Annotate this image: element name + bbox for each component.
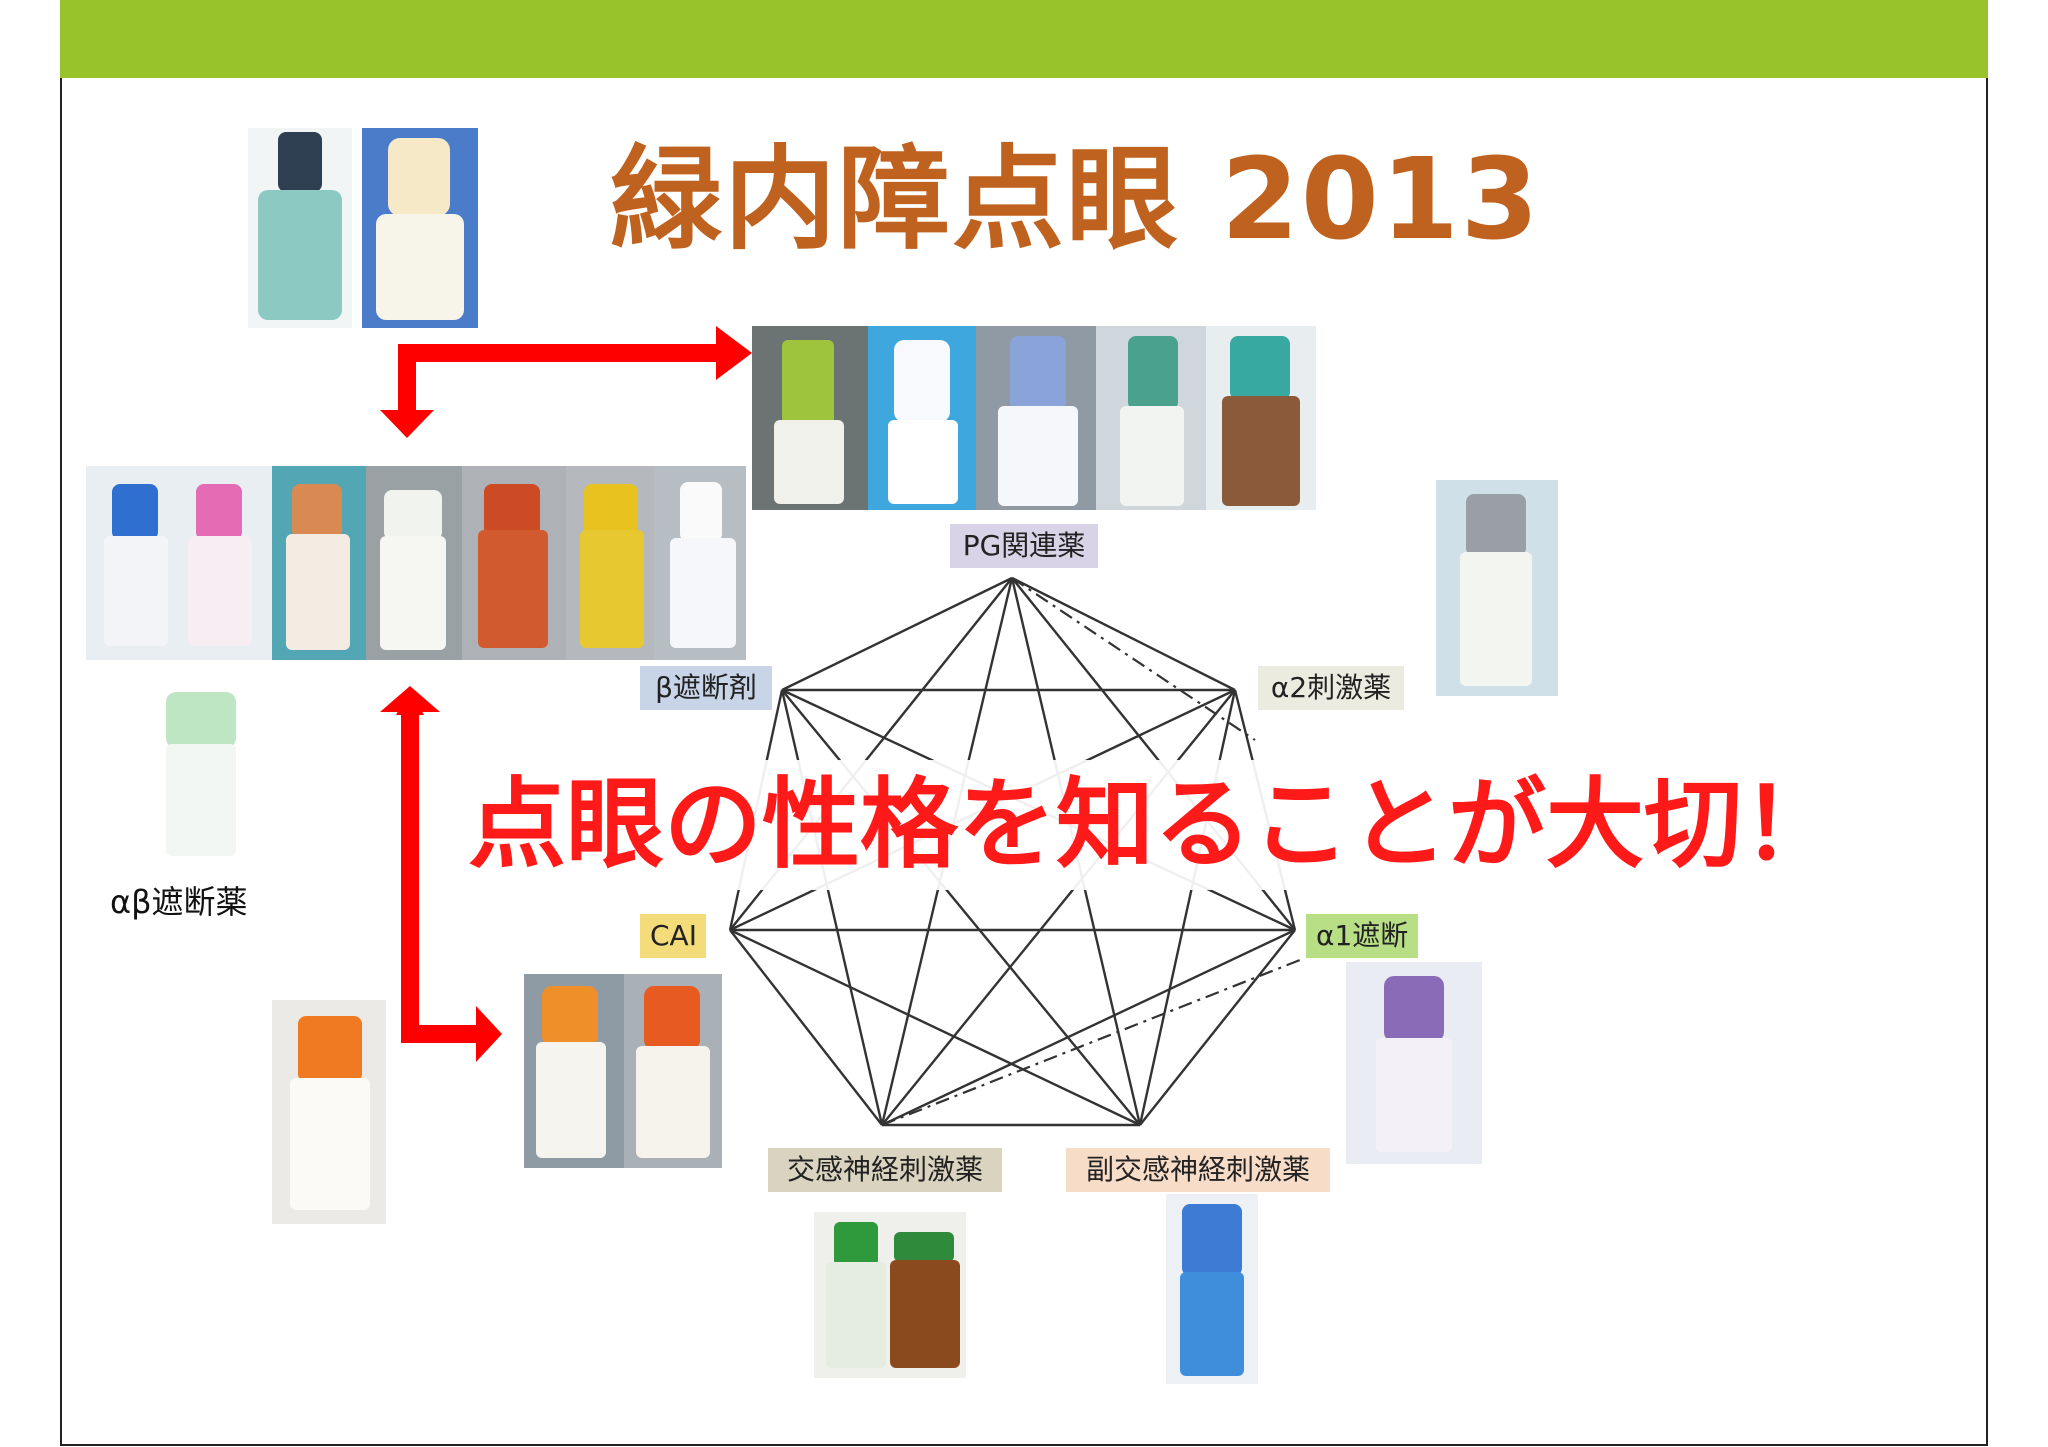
beta-product-images <box>86 466 746 660</box>
drug-class-network <box>728 576 1297 1127</box>
alpha1-product-image <box>1346 962 1482 1164</box>
node-label-pg: PG関連薬 <box>950 524 1098 568</box>
slide-title: 緑内障点眼 2013 <box>610 135 1541 265</box>
cosopt-product-image <box>272 1000 386 1224</box>
edge-symp-alpha1-dashed <box>881 958 1301 1127</box>
alpha2-product-image <box>1436 480 1558 696</box>
red-arrows <box>380 326 752 1062</box>
node-label-alpha1: α1遮断 <box>1306 914 1418 958</box>
combo-product-images <box>248 128 478 328</box>
headline-message: 点眼の性格を知ることが大切！ <box>468 760 1938 890</box>
edge-alpha2-symp <box>881 689 1236 1126</box>
edge-beta-pg <box>781 576 1013 692</box>
edge-cai-para <box>729 928 1141 1127</box>
pg-product-images <box>752 326 1316 510</box>
dashed-edges <box>881 577 1301 1127</box>
node-label-cai: CAI <box>640 914 706 958</box>
node-label-beta: β遮断剤 <box>640 666 772 710</box>
parasympathetic-product-image <box>1166 1194 1258 1384</box>
sympathetic-product-images <box>814 1212 966 1378</box>
node-label-sympathetic: 交感神経刺激薬 <box>768 1148 1002 1192</box>
edge-pg-alpha2 <box>1011 576 1236 692</box>
node-label-alpha2: α2刺激薬 <box>1258 666 1404 710</box>
node-label-parasympathetic: 副交感神経刺激薬 <box>1066 1148 1330 1192</box>
edge-symp-cai <box>729 929 883 1126</box>
top-accent-bar <box>60 0 1988 78</box>
alpha-beta-blocker-label: αβ遮断薬 <box>110 883 248 921</box>
edge-alpha1-para <box>1139 929 1296 1126</box>
edge-pg-alpha2-dashed <box>1011 577 1256 741</box>
edge-alpha1-symp <box>881 928 1296 1127</box>
edge-beta-para <box>781 689 1141 1126</box>
cai-product-images <box>524 974 722 1168</box>
alpha-beta-product-image <box>166 692 236 856</box>
